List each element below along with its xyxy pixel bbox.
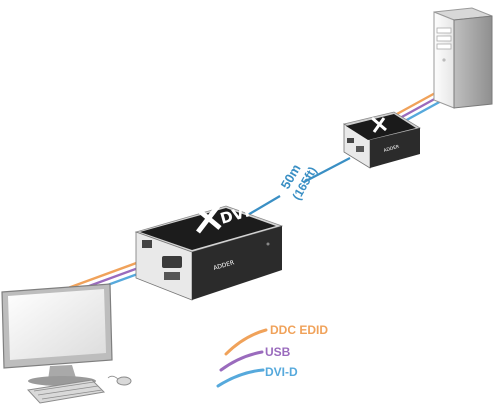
legend-label-usb: USB — [265, 345, 291, 359]
extender-link-cable-lower — [245, 195, 281, 217]
legend-label-dvi-d: DVI-D — [265, 365, 298, 379]
legend-swatch-usb — [219, 350, 264, 372]
remote-extender-unit: ADDER — [342, 111, 422, 169]
keyboard-icon — [26, 379, 106, 404]
legend-label-ddc-edid: DDC EDID — [270, 323, 328, 337]
local-extender-unit: DVI ADDER — [134, 202, 284, 301]
extender-link — [245, 157, 351, 217]
distance-label: 50m (165ft) — [278, 161, 320, 202]
extender-link-cable-upper — [303, 157, 351, 183]
remote-unit-brand-label: ADDER — [383, 144, 400, 154]
computer-tower-icon — [433, 7, 493, 109]
cable-legend: DDC EDID USB DVI-D — [216, 323, 328, 388]
monitor-icon — [1, 283, 113, 386]
legend-item-usb: USB — [219, 345, 291, 372]
mouse-icon — [107, 375, 132, 386]
legend-swatch-dvi-d — [216, 368, 265, 388]
legend-item-ddc-edid: DDC EDID — [224, 323, 328, 356]
legend-swatch-ddc-edid — [224, 328, 268, 356]
legend-item-dvi-d: DVI-D — [216, 365, 298, 388]
